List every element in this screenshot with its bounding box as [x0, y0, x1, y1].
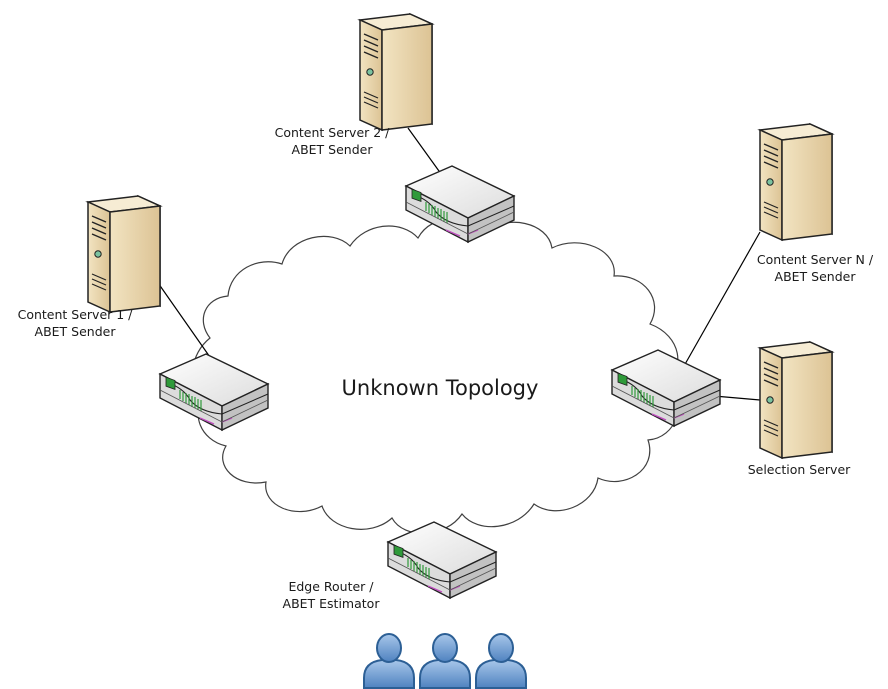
edge-router-icon [387, 521, 497, 599]
content-server-n-label: Content Server N / ABET Sender [756, 252, 874, 284]
connection-lines [155, 127, 761, 401]
link-selection-router [713, 395, 761, 401]
content-server-1-label: Content Server 1 / ABET Sender [17, 307, 133, 339]
user-icon [363, 633, 415, 689]
content-server-n-icon [759, 123, 833, 241]
edge-router-label: Edge Router / ABET Estimator [282, 579, 380, 611]
user-icon [475, 633, 527, 689]
content-server-1-icon [87, 195, 161, 313]
selection-server-icon [759, 341, 833, 459]
link-server2-router [407, 127, 445, 179]
selection-server-label: Selection Server [747, 462, 851, 477]
content-server-2-icon [359, 13, 433, 131]
user-icon [419, 633, 471, 689]
link-serverN-router [683, 231, 761, 367]
content-server-2-label: Content Server 2 / ABET Sender [274, 125, 390, 157]
cloud-label: Unknown Topology [341, 376, 539, 400]
link-server1-router [155, 279, 213, 361]
